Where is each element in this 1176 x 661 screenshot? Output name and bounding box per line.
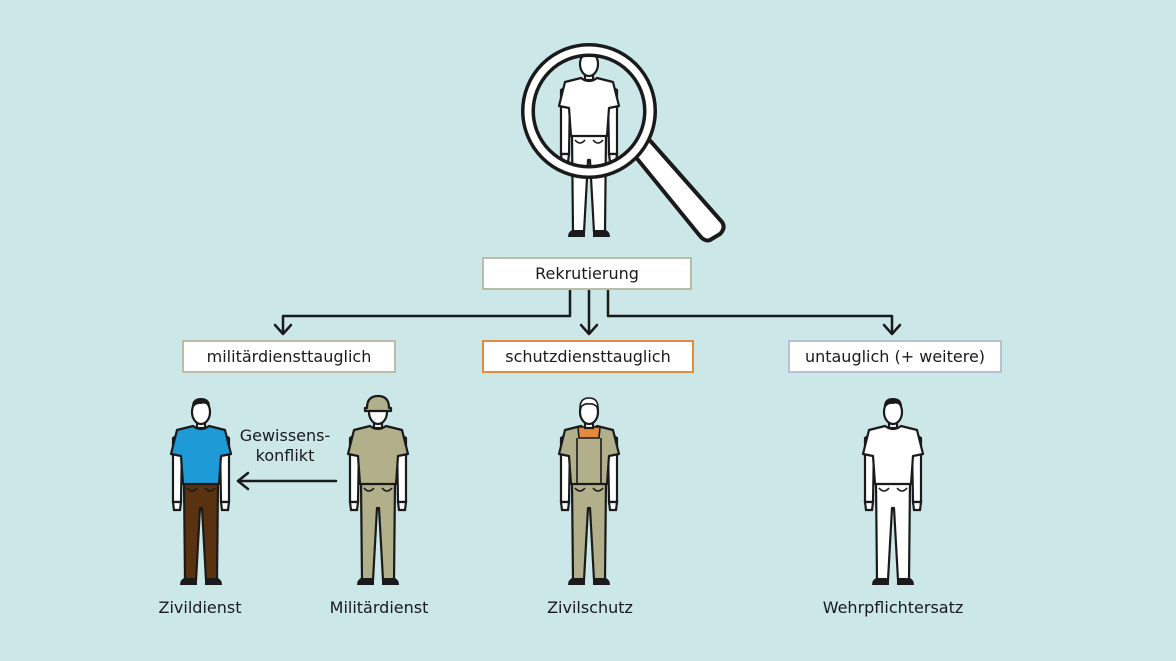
shoe: [593, 230, 610, 237]
person-wehrpflichtersatz: [861, 398, 925, 585]
conflict-line-1: Gewissens-: [239, 426, 331, 445]
shoe: [180, 578, 197, 585]
militaerdienst-label: Militärdienst: [329, 598, 429, 617]
shoe: [568, 578, 585, 585]
shoe: [568, 230, 585, 237]
pants: [359, 480, 397, 582]
person-zivildienst: [169, 398, 233, 585]
hair: [883, 398, 903, 409]
shoe: [205, 578, 222, 585]
conscience-conflict-label: Gewissens- konflikt: [232, 426, 338, 466]
shoe: [872, 578, 889, 585]
shoe: [357, 578, 374, 585]
pants: [570, 132, 608, 234]
military-fit-label: militärdiensttauglich: [206, 347, 372, 366]
magnifier-lens: [521, 43, 657, 179]
wehrpflichtersatz-label: Wehrpflichtersatz: [822, 598, 964, 617]
person-zivilschutz: [557, 397, 621, 585]
hair: [191, 398, 211, 409]
arrow-down-icon: [273, 323, 902, 336]
magnifier-icon: [628, 134, 726, 243]
helmet: [363, 394, 393, 413]
protection-fit-box: schutzdiensttauglich: [482, 340, 694, 373]
hair: [579, 397, 599, 411]
shoe: [897, 578, 914, 585]
protection-fit-label: schutzdiensttauglich: [505, 347, 671, 366]
conflict-line-2: konflikt: [255, 446, 315, 465]
military-fit-box: militärdiensttauglich: [182, 340, 396, 373]
person-icon: [557, 50, 621, 237]
shoe: [382, 578, 399, 585]
shoe: [593, 578, 610, 585]
recruitment-label: Rekrutierung: [535, 264, 639, 283]
recruitment-box: Rekrutierung: [482, 257, 692, 290]
zivilschutz-label: Zivilschutz: [547, 598, 633, 617]
pants: [874, 480, 912, 582]
unfit-label: untauglich (+ weitere): [804, 347, 986, 366]
arrow-left-icon: [236, 471, 338, 491]
unfit-box: untauglich (+ weitere): [788, 340, 1002, 373]
zivildienst-label: Zivildienst: [158, 598, 242, 617]
connector-lines: [281, 288, 894, 335]
pants: [570, 480, 608, 582]
person-militaerdienst: [346, 394, 410, 585]
pants: [182, 480, 220, 582]
